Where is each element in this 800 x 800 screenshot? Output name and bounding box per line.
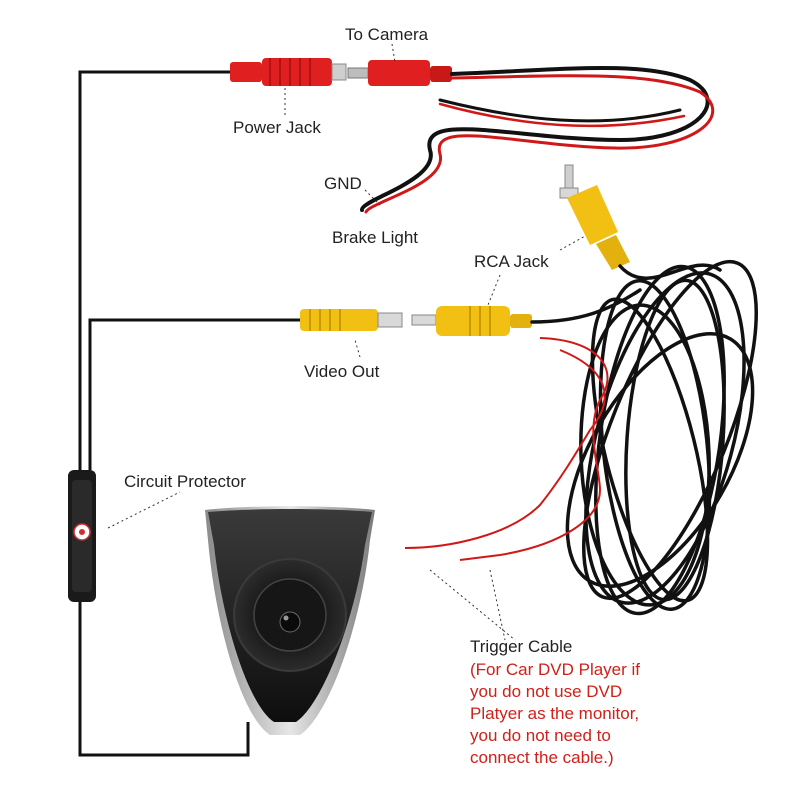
rca-jack-connector: [411, 306, 532, 336]
label-brake-light: Brake Light: [332, 228, 418, 247]
power-jack-connector: [230, 58, 347, 86]
label-circuit-protector: Circuit Protector: [124, 472, 246, 491]
label-video-out: Video Out: [304, 362, 380, 381]
circuit-protector: [68, 470, 96, 602]
power-lead-cable: [360, 65, 715, 214]
main-harness-cable: [78, 70, 300, 757]
camera-side-red-plug: [347, 60, 452, 86]
camera-body: [205, 506, 375, 735]
label-to-camera: To Camera: [345, 25, 429, 44]
leader-lines: [107, 43, 606, 641]
label-gnd: GND: [324, 174, 362, 193]
upright-rca-plug: [559, 164, 630, 270]
trigger-cable-wires: [404, 337, 609, 561]
trigger-note-line: you do not use DVD: [470, 682, 623, 701]
video-cable-coil: [530, 259, 758, 616]
label-trigger-cable: Trigger Cable: [470, 637, 573, 656]
video-out-connector: [300, 309, 403, 331]
label-rca-jack: RCA Jack: [474, 252, 549, 271]
trigger-cable-note: (For Car DVD Player if you do not use DV…: [470, 659, 640, 769]
trigger-note-line: connect the cable.): [470, 748, 614, 767]
label-power-jack: Power Jack: [233, 118, 321, 137]
trigger-note-line: you do not need to: [470, 726, 611, 745]
trigger-note-line: Platyer as the monitor,: [470, 704, 640, 723]
trigger-note-line: (For Car DVD Player if: [470, 660, 641, 679]
